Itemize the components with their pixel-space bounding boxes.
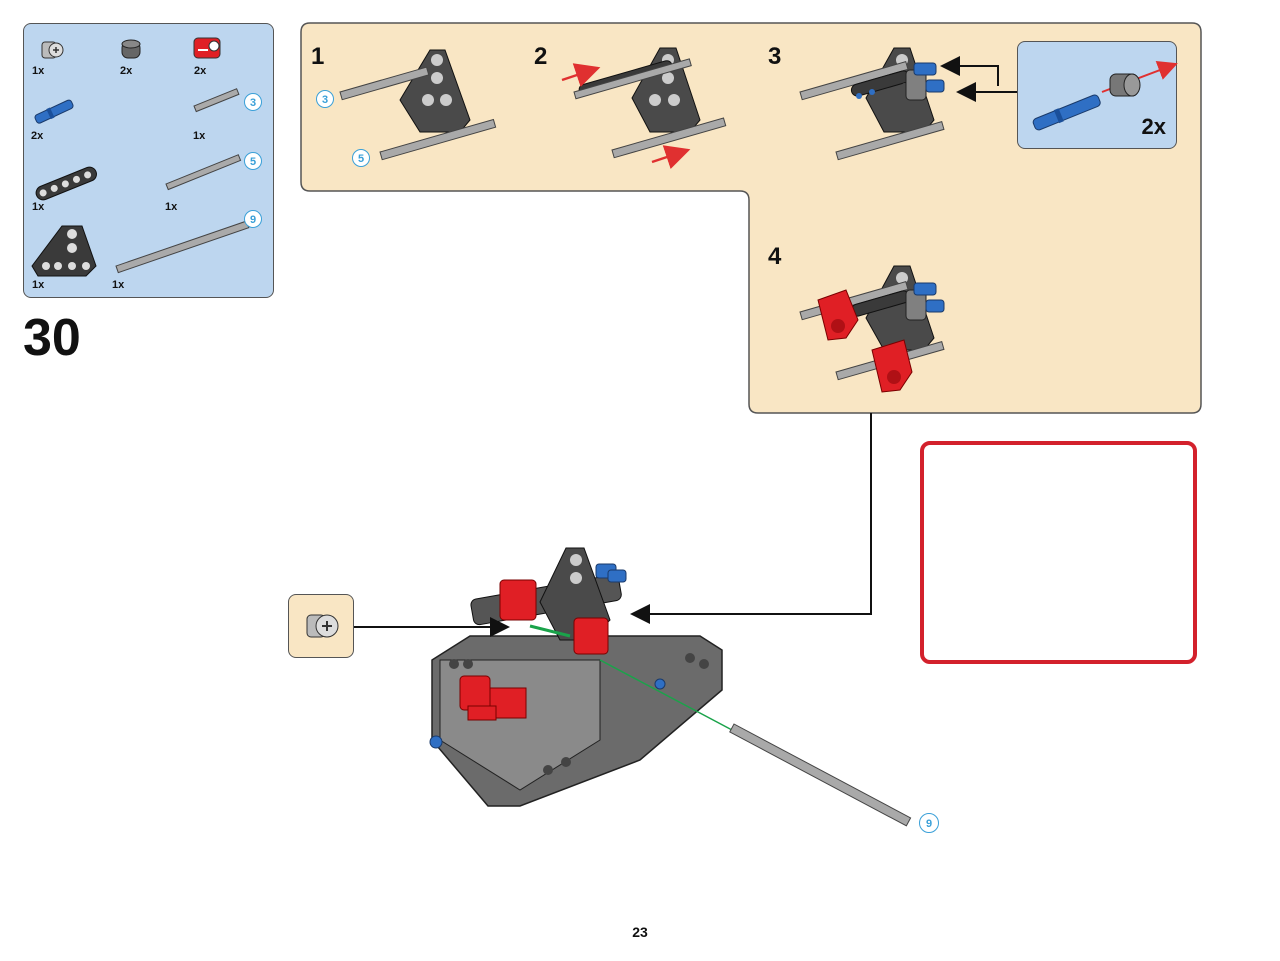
substep-1-drawing <box>339 49 497 161</box>
length-badge-3: 3 <box>244 93 262 111</box>
qty-axle-9: 1x <box>112 279 125 291</box>
substep-3-drawing <box>799 47 1017 161</box>
substep-panel <box>300 22 1202 414</box>
page-number: 23 <box>632 924 648 940</box>
axle-5-part <box>165 154 242 191</box>
substep-2-drawing <box>561 47 727 169</box>
blue-pin-part <box>34 99 74 124</box>
substep-1-label: 1 <box>311 43 325 70</box>
length-badge-9: 9 <box>244 210 262 228</box>
qty-blue-pin: 2x <box>31 130 44 142</box>
axle-3-part <box>193 88 240 113</box>
step-number: 30 <box>23 309 81 367</box>
qty-liftarm-5: 1x <box>32 201 45 213</box>
bush-callout-box <box>288 594 354 658</box>
substep-2-label: 2 <box>534 43 548 70</box>
submodel-connector-line <box>630 413 872 624</box>
length-badge-5: 5 <box>244 152 262 170</box>
substep-3-label: 3 <box>768 43 782 70</box>
qty-axle-3: 1x <box>193 130 206 142</box>
qty-bush: 1x <box>32 65 45 77</box>
substep-4-drawing <box>799 265 945 393</box>
qty-axle-5: 1x <box>165 201 178 213</box>
red-connector-part <box>193 37 221 59</box>
qty-red-connector: 2x <box>194 65 207 77</box>
length-callout-5: 5 <box>352 149 370 167</box>
substep-4-label: 4 <box>768 243 782 270</box>
dark-bush-part <box>121 39 141 59</box>
liftarm-5-part <box>35 166 97 201</box>
inset-qty-label: 2x <box>1141 114 1166 139</box>
triangle-liftarm-part <box>31 225 97 277</box>
parts-list-panel: 1x 2x 2x 3 1x 2x 5 1x 1x 9 1x 1x <box>23 23 274 298</box>
axle-length-callout-9: 9 <box>919 813 939 833</box>
detail-view-frame <box>920 441 1197 664</box>
qty-dark-bush: 2x <box>120 65 133 77</box>
bush-part <box>41 41 64 59</box>
main-model-drawing <box>429 547 912 827</box>
pin-bush-drawing <box>1032 61 1178 131</box>
qty-triangle-liftarm: 1x <box>32 279 45 291</box>
length-callout-3: 3 <box>316 90 334 108</box>
substep-3-inset: 2x <box>1017 41 1178 149</box>
bush-icon <box>306 614 339 638</box>
parts-illustrations <box>31 37 250 277</box>
